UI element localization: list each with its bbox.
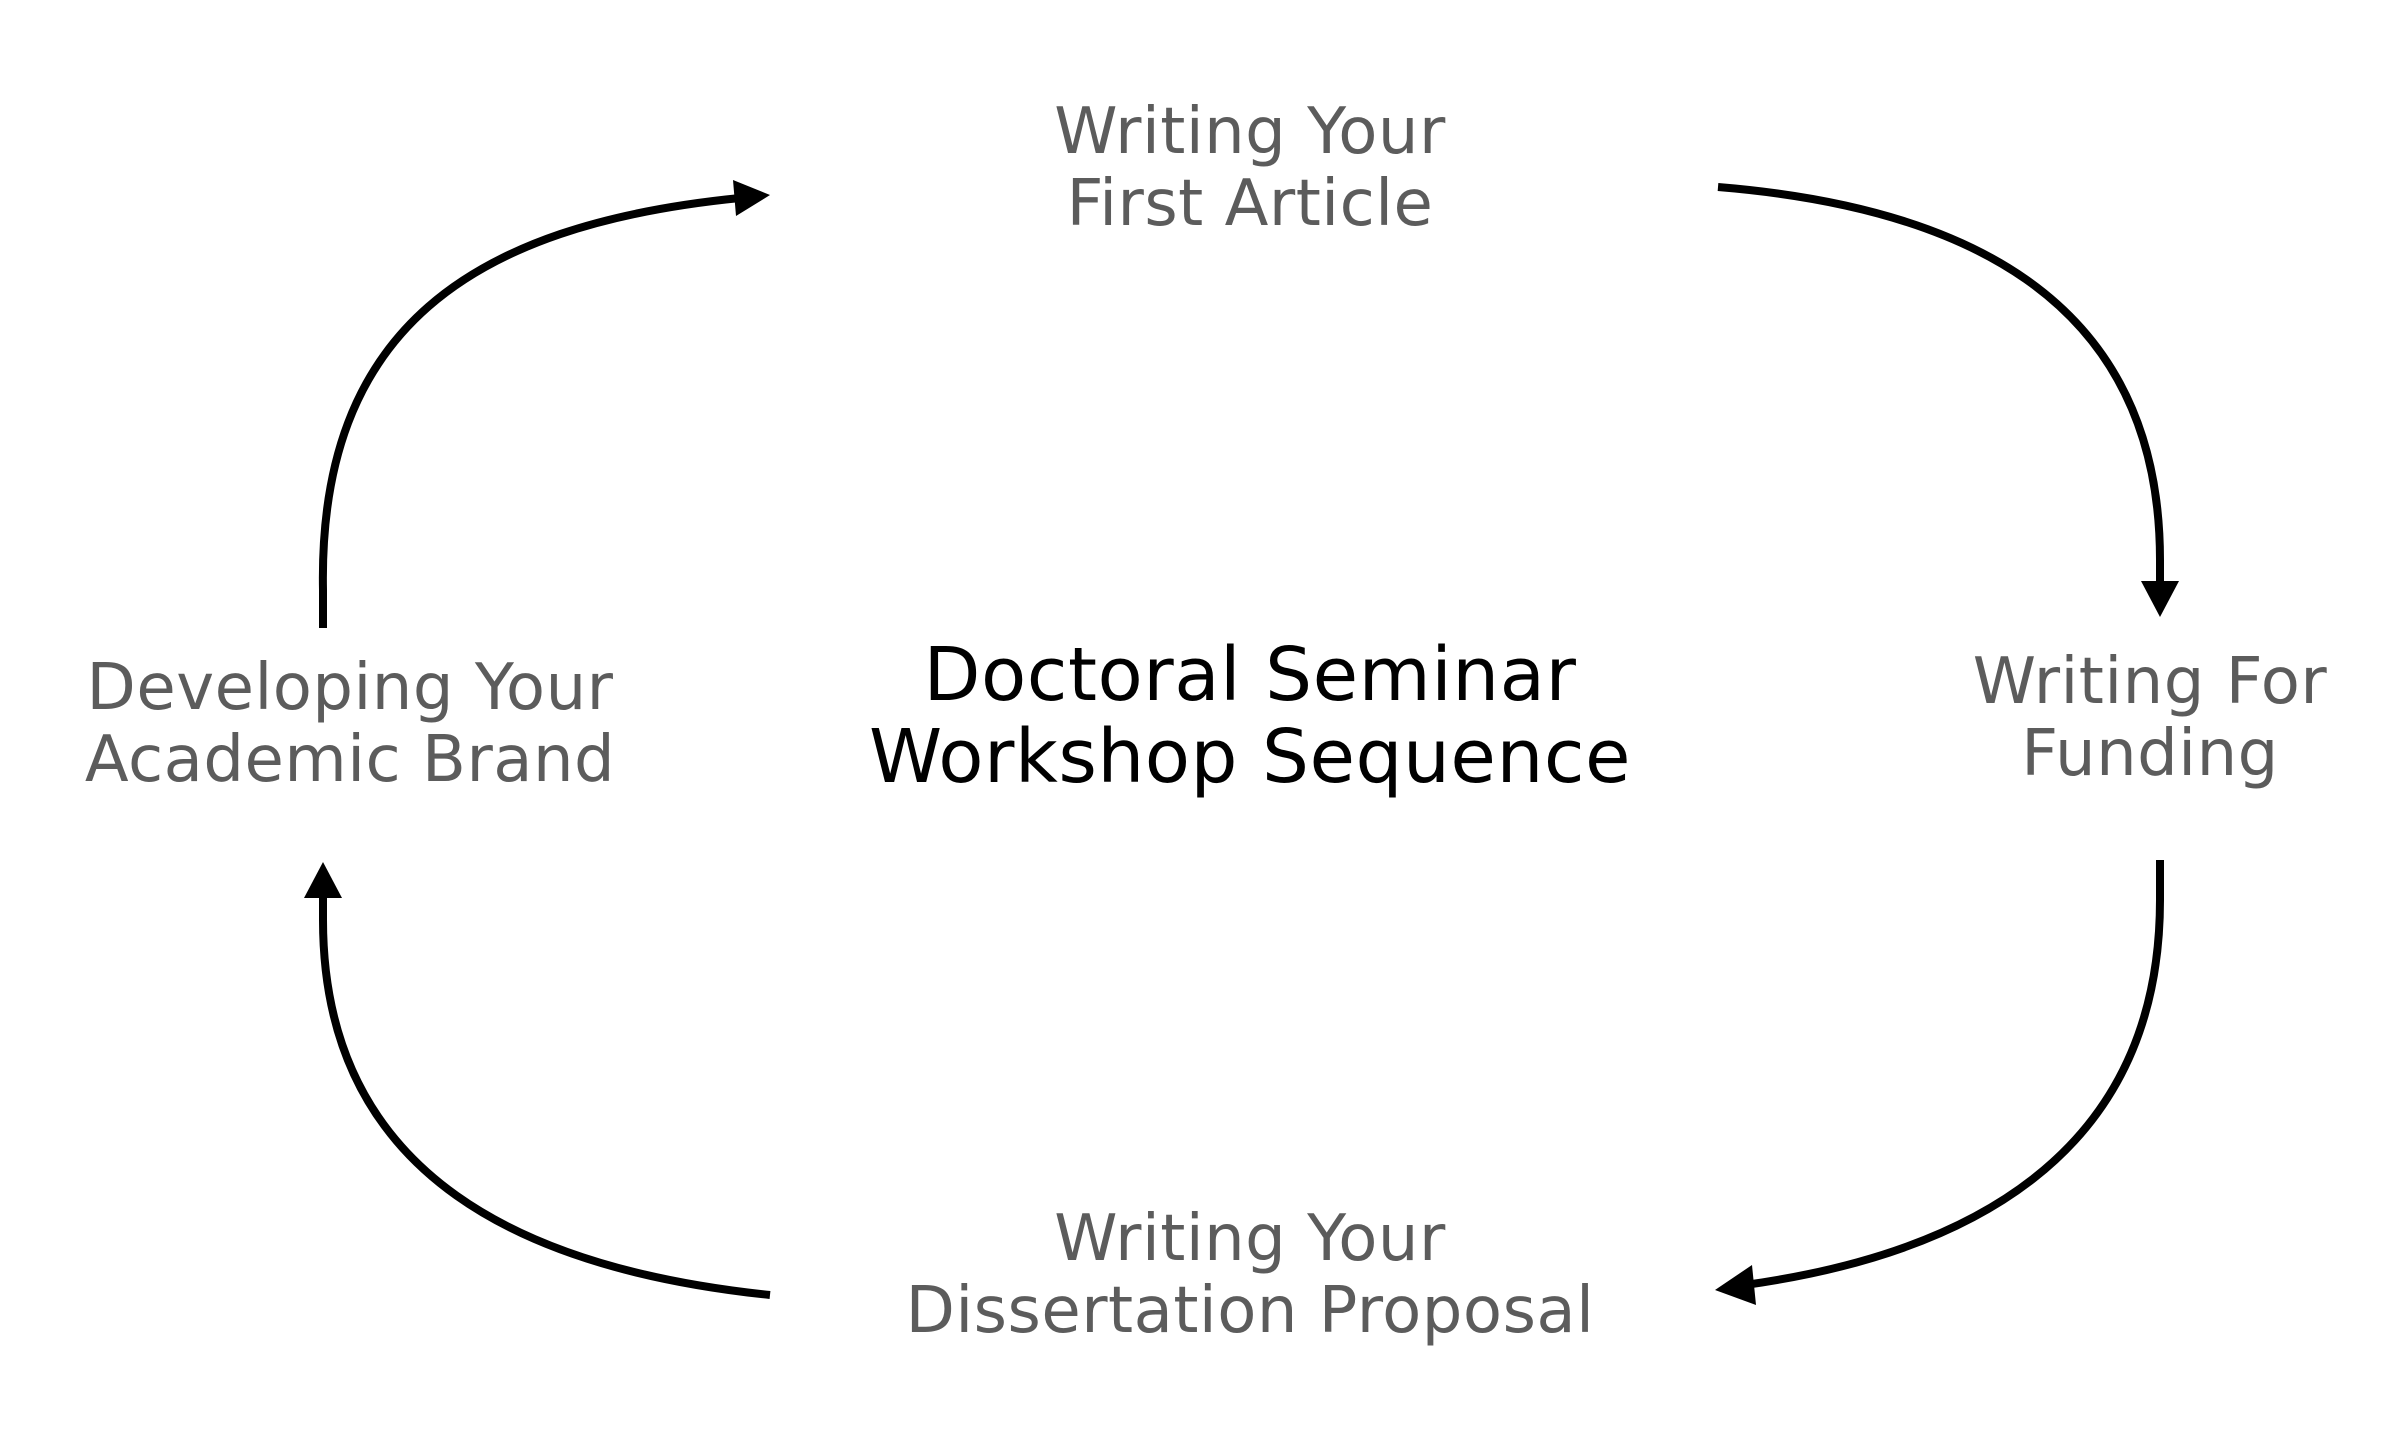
arrowhead-left-to-top: [733, 180, 770, 216]
node-label-line-2: Academic Brand: [84, 723, 616, 797]
node-writing-dissertation-proposal: Writing Your Dissertation Proposal: [820, 1203, 1680, 1347]
title-line-2: Workshop Sequence: [868, 714, 1632, 800]
arrow-bottom-to-left: [319, 895, 771, 1299]
arrow-top-to-right: [1717, 183, 2164, 585]
node-writing-first-article: Writing Your First Article: [880, 96, 1620, 240]
arrow-left-to-top: [318, 194, 741, 628]
node-label-line-2: First Article: [1066, 167, 1434, 241]
arrow-right-to-bottom: [1744, 860, 2164, 1289]
node-label-line-1: Writing Your: [1054, 95, 1446, 169]
node-label-line-1: Writing Your: [1054, 1202, 1446, 1276]
arrowhead-right-to-bottom: [1715, 1265, 1756, 1305]
arrowhead-top-to-right: [2141, 581, 2179, 617]
node-developing-academic-brand: Developing Your Academic Brand: [30, 652, 670, 796]
node-label-line-2: Dissertation Proposal: [905, 1274, 1595, 1348]
node-label-line-1: Writing For: [1972, 645, 2328, 719]
title-line-1: Doctoral Seminar: [923, 632, 1577, 718]
node-label-line-2: Funding: [2021, 717, 2279, 791]
arrowhead-bottom-to-left: [304, 862, 342, 898]
node-writing-for-funding: Writing For Funding: [1930, 646, 2370, 790]
node-label-line-1: Developing Your: [86, 651, 614, 725]
diagram-title: Doctoral Seminar Workshop Sequence: [780, 634, 1720, 798]
